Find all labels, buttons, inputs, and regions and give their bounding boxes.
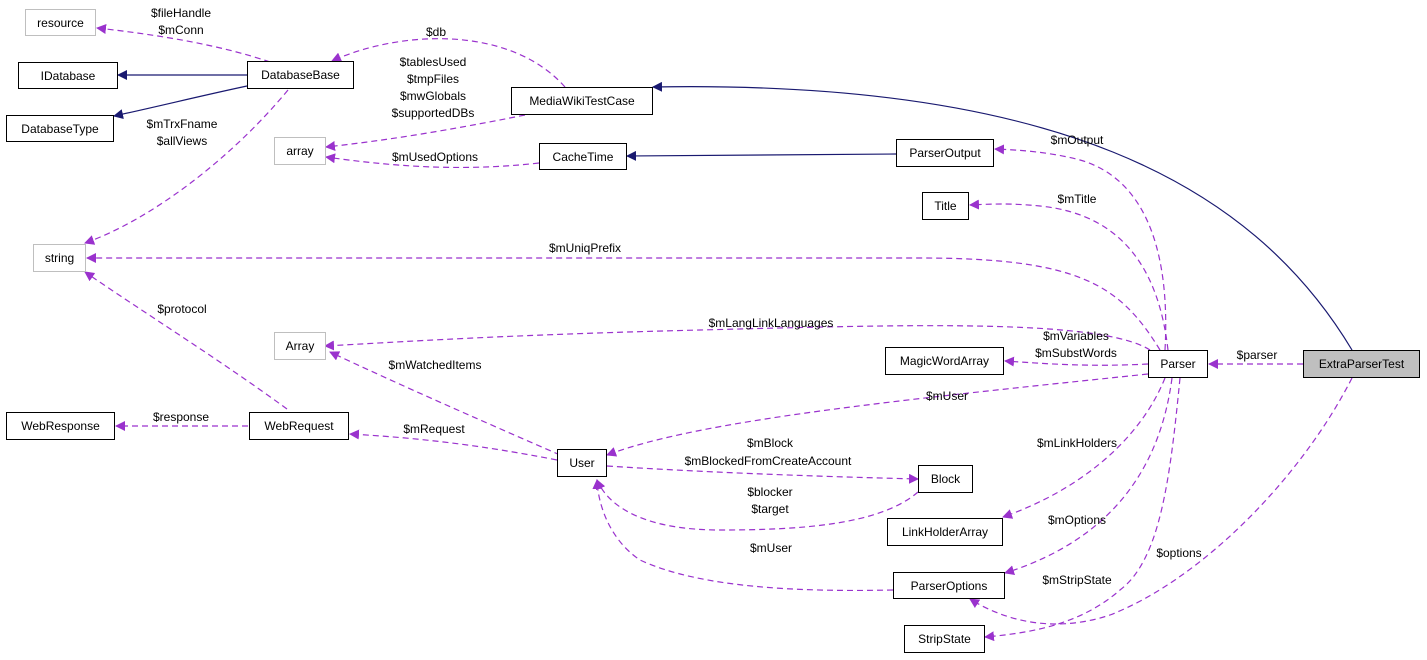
- edge-label-response: $response: [153, 410, 209, 424]
- edge-databasebase-resource: [96, 24, 271, 63]
- edge-extraparsertest-mediawikitestcase: [652, 81, 1353, 351]
- edge-label-mstripstate: $mStripState: [1042, 573, 1112, 587]
- edge-label-mwglobals: $mwGlobals: [400, 89, 466, 103]
- edge-label-allviews: $allViews: [157, 134, 207, 148]
- node-user[interactable]: User: [557, 449, 607, 477]
- edge-databasebase-string: [84, 89, 289, 245]
- node-cachetime[interactable]: CacheTime: [539, 143, 627, 170]
- edge-label-mlanglinklanguages: $mLangLinkLanguages: [709, 316, 834, 330]
- node-string[interactable]: string: [33, 244, 86, 272]
- edge-label-moutput: $mOutput: [1051, 133, 1104, 147]
- edge-webrequest-string: [84, 271, 288, 410]
- edge-extraparsertest-parseroptions: [969, 377, 1353, 625]
- edge-parseroutput-cachetime: [626, 150, 897, 161]
- edge-label-mtrxfname: $mTrxFname: [147, 117, 218, 131]
- edge-parser-parseroutput: [994, 144, 1167, 351]
- edge-label-tablesused: $tablesUsed: [400, 55, 467, 69]
- edge-parser-stripstate: [984, 377, 1181, 642]
- node-resource[interactable]: resource: [25, 9, 96, 36]
- edge-label-mblock: $mBlock: [747, 436, 794, 450]
- edge-mediawikitestcase-array: [325, 114, 526, 151]
- edge-label-db: $db: [426, 25, 446, 39]
- edge-label-mvariables: $mVariables: [1043, 329, 1109, 343]
- edge-cachetime-array: [325, 153, 540, 169]
- node-array-upper[interactable]: Array: [274, 332, 326, 360]
- node-title[interactable]: Title: [922, 192, 969, 220]
- edge-label-target: $target: [751, 502, 789, 516]
- edge-parseroptions-user: [592, 479, 894, 592]
- node-extraparsertest[interactable]: ExtraParserTest: [1303, 350, 1420, 378]
- edge-mediawikitestcase-databasebase: [331, 38, 566, 88]
- edge-label-protocol: $protocol: [157, 302, 206, 316]
- node-databasetype[interactable]: DatabaseType: [6, 115, 114, 142]
- node-linkholderarray[interactable]: LinkHolderArray: [887, 518, 1003, 546]
- edge-label-musedoptions: $mUsedOptions: [392, 150, 478, 164]
- edge-parser-parseroptions: [1004, 377, 1173, 576]
- edge-label-mrequest: $mRequest: [403, 422, 465, 436]
- edge-block-user: [595, 479, 919, 531]
- edge-parser-magicwordarray: [1004, 356, 1149, 367]
- edge-label-mtitle: $mTitle: [1058, 192, 1097, 206]
- edge-label-mconn: $mConn: [158, 23, 203, 37]
- edge-parser-title: [969, 199, 1169, 351]
- edge-label-muniqprefix: $mUniqPrefix: [549, 241, 621, 255]
- edge-label-msubstwords: $mSubstWords: [1035, 346, 1117, 360]
- edge-databasebase-databasetype: [113, 85, 248, 119]
- edge-user-webrequest: [349, 429, 558, 461]
- node-idatabase[interactable]: IDatabase: [18, 62, 118, 89]
- node-webrequest[interactable]: WebRequest: [249, 412, 349, 440]
- node-block[interactable]: Block: [918, 465, 973, 493]
- edge-user-array: [329, 351, 561, 456]
- node-stripstate[interactable]: StripState: [904, 625, 985, 653]
- node-parser[interactable]: Parser: [1148, 350, 1208, 378]
- edge-label-filehandle: $fileHandle: [151, 6, 211, 20]
- edge-label-mblockedfromcreateaccount: $mBlockedFromCreateAccount: [685, 454, 852, 468]
- edge-label-muser-parser: $mUser: [926, 389, 968, 403]
- edge-label-blocker: $blocker: [747, 485, 792, 499]
- node-mediawikitestcase[interactable]: MediaWikiTestCase: [511, 87, 653, 115]
- node-parseroptions[interactable]: ParserOptions: [893, 572, 1005, 599]
- node-databasebase[interactable]: DatabaseBase: [247, 61, 354, 89]
- edge-parser-linkholderarray: [1002, 377, 1166, 519]
- edge-label-mwatcheditems: $mWatchedItems: [389, 358, 482, 372]
- node-webresponse[interactable]: WebResponse: [6, 412, 115, 440]
- node-magicwordarray[interactable]: MagicWordArray: [885, 347, 1004, 375]
- node-parseroutput[interactable]: ParserOutput: [896, 139, 994, 167]
- edge-label-parser: $parser: [1237, 348, 1278, 362]
- edge-label-tmpfiles: $tmpFiles: [407, 72, 459, 86]
- edge-parser-string: [86, 253, 1161, 351]
- edge-parser-array: [324, 325, 1151, 351]
- edge-parser-user: [606, 373, 1149, 457]
- edge-label-muser-options: $mUser: [750, 541, 792, 555]
- edge-label-moptions: $mOptions: [1048, 513, 1106, 527]
- edge-label-supporteddbs: $supportedDBs: [392, 106, 475, 120]
- edge-label-options: $options: [1156, 546, 1201, 560]
- node-array-lower[interactable]: array: [274, 137, 326, 165]
- edge-label-mlinkholders: $mLinkHolders: [1037, 436, 1117, 450]
